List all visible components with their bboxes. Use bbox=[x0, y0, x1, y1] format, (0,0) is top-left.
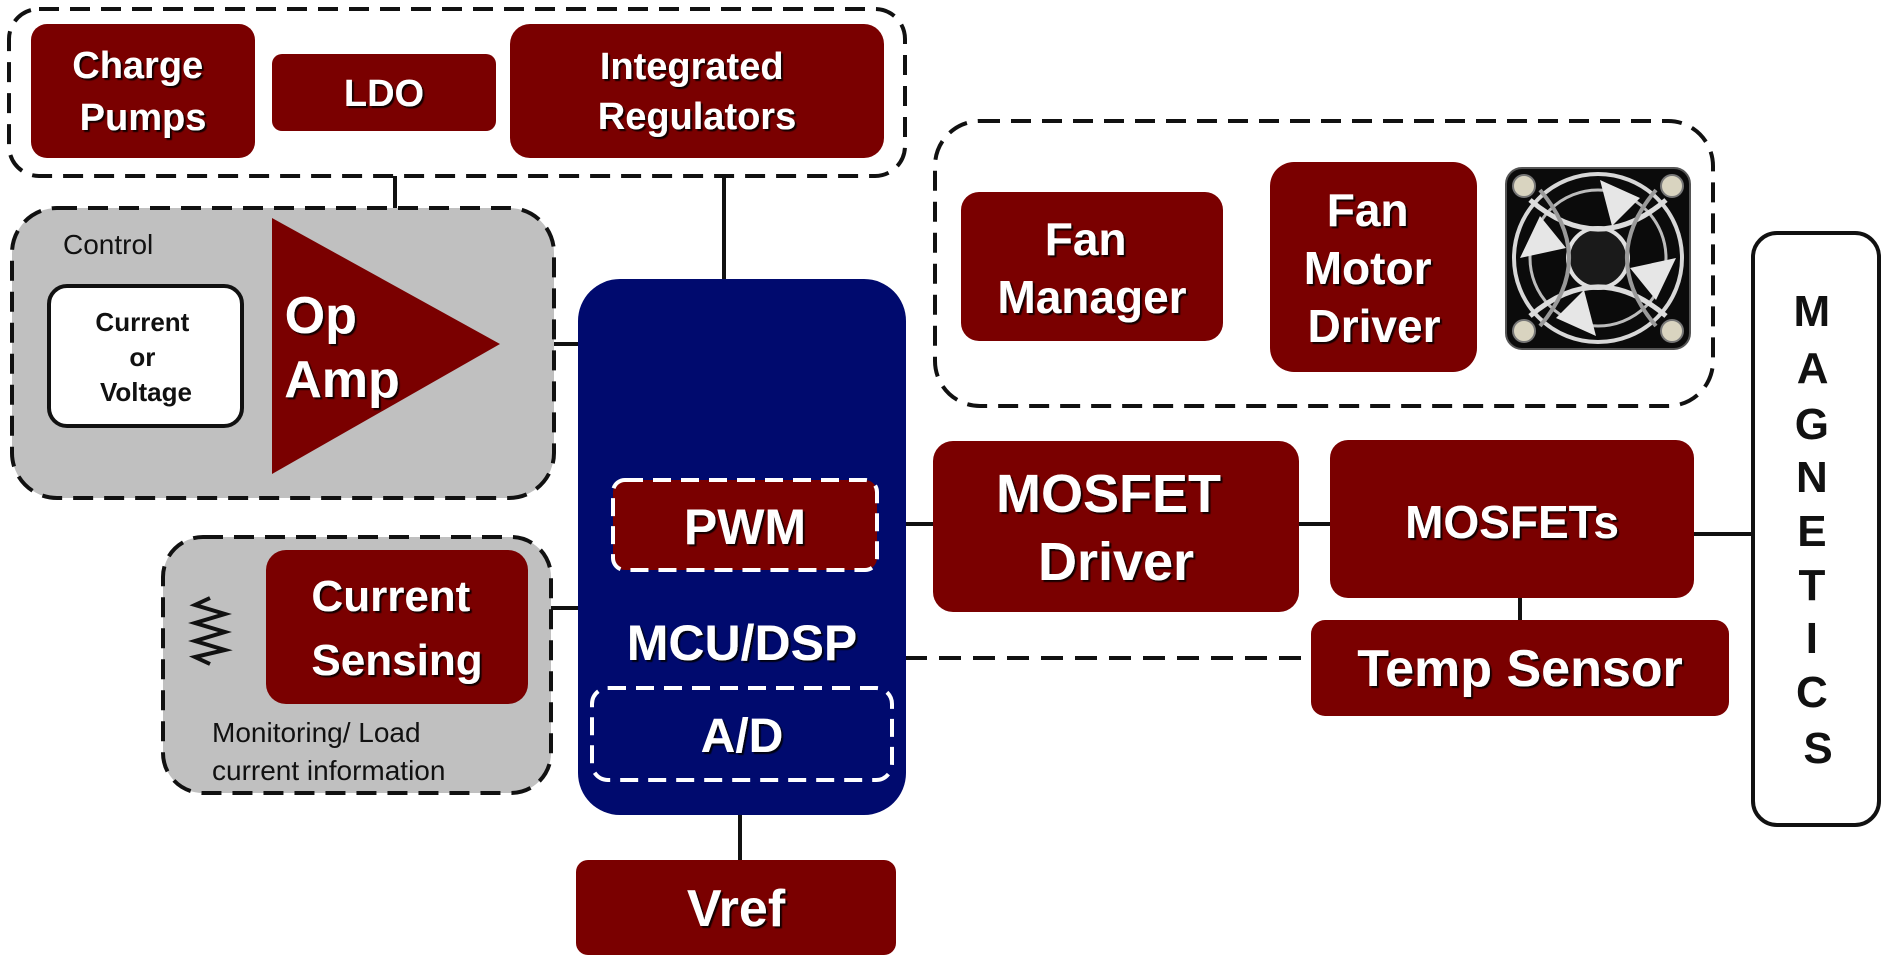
adc-block: A/D bbox=[590, 686, 894, 782]
input-box-label-2: or bbox=[129, 342, 155, 372]
charge-pumps-label-2: Pumps bbox=[80, 97, 207, 139]
vref-label: Vref bbox=[687, 880, 786, 938]
monitoring-label-1: Monitoring/ Load bbox=[212, 717, 421, 748]
integrated-regulators-label-2: Regulators bbox=[598, 96, 796, 138]
svg-text:M A G N: M A G N E T I C S bbox=[1794, 287, 1843, 773]
fan-manager-label-1: Fan bbox=[1045, 213, 1127, 265]
monitoring-label-2: current information bbox=[212, 755, 445, 786]
magnetics-letter-9: S bbox=[1803, 724, 1832, 773]
resistor-icon bbox=[188, 596, 233, 666]
fan-icon bbox=[1505, 167, 1691, 350]
charge-pumps-block: Charge Pumps bbox=[31, 24, 255, 158]
svg-text:Charge Pumps: Charge Pumps bbox=[72, 45, 213, 139]
svg-text:Op Amp: Op Amp bbox=[284, 287, 400, 409]
current-or-voltage-box: Current or Voltage bbox=[47, 284, 244, 428]
current-sensing-label-2: Sensing bbox=[311, 636, 482, 685]
fan-motor-driver-label-1: Fan bbox=[1327, 184, 1409, 236]
magnetics-letter-3: G bbox=[1795, 400, 1829, 449]
mosfet-driver-block: MOSFET Driver bbox=[933, 441, 1299, 612]
ldo-block: LDO bbox=[272, 54, 496, 131]
svg-text:Fan Motor Driver: Fan Motor Driver bbox=[1304, 184, 1445, 352]
mosfets-label: MOSFETs bbox=[1405, 496, 1619, 548]
mosfet-driver-label-1: MOSFET bbox=[996, 464, 1221, 524]
magnetics-letter-2: A bbox=[1797, 344, 1828, 393]
svg-text:Monitoring/ Load current i: Monitoring/ Load current information bbox=[212, 717, 445, 786]
magnetics-letter-7: I bbox=[1806, 614, 1818, 663]
current-sensing-block: Current Sensing bbox=[266, 550, 528, 704]
magnetics-block: M A G N E T I C S bbox=[1751, 231, 1881, 827]
pwm-block: PWM bbox=[611, 478, 879, 572]
svg-text:Integrated Regulators: Integrated Regulators bbox=[598, 46, 796, 138]
svg-text:Current or Voltage: Current or Voltage bbox=[95, 307, 196, 407]
op-amp-label-1: Op bbox=[285, 287, 357, 345]
magnetics-letter-8: C bbox=[1796, 668, 1828, 717]
magnetics-letter-1: M bbox=[1794, 287, 1831, 336]
ldo-label: LDO bbox=[344, 73, 424, 115]
svg-text:MOSFET Driver: MOSFET Driver bbox=[996, 464, 1236, 592]
op-amp-label-2: Amp bbox=[284, 351, 400, 409]
integrated-regulators-label-1: Integrated bbox=[600, 46, 784, 88]
fan-motor-driver-block: Fan Motor Driver bbox=[1270, 162, 1477, 372]
input-box-label-1: Current bbox=[95, 307, 189, 337]
fan-manager-label-2: Manager bbox=[997, 271, 1186, 323]
current-sensing-label-1: Current bbox=[311, 572, 470, 621]
fan-motor-driver-label-2: Motor bbox=[1304, 242, 1432, 294]
magnetics-letter-5: E bbox=[1797, 507, 1826, 556]
magnetics-letter-4: N bbox=[1796, 453, 1828, 502]
mosfet-driver-label-2: Driver bbox=[1038, 532, 1194, 592]
svg-text:Current Sensing: Current Sensing bbox=[311, 572, 482, 685]
mcu-dsp-label: MCU/DSP bbox=[627, 615, 858, 671]
mosfets-block: MOSFETs bbox=[1330, 440, 1694, 598]
magnetics-letter-6: T bbox=[1798, 561, 1825, 610]
temp-sensor-label: Temp Sensor bbox=[1357, 640, 1683, 698]
fan-manager-block: Fan Manager bbox=[961, 192, 1223, 341]
integrated-regulators-block: Integrated Regulators bbox=[510, 24, 884, 158]
adc-label: A/D bbox=[701, 710, 784, 763]
op-amp-triangle: Op Amp bbox=[272, 218, 500, 474]
vref-block: Vref bbox=[576, 860, 896, 955]
fan-motor-driver-label-3: Driver bbox=[1308, 300, 1441, 352]
temp-sensor-block: Temp Sensor bbox=[1311, 620, 1729, 716]
control-group-label: Control bbox=[63, 229, 153, 260]
charge-pumps-label-1: Charge bbox=[72, 45, 203, 87]
input-box-label-3: Voltage bbox=[100, 377, 192, 407]
pwm-label: PWM bbox=[684, 499, 806, 555]
svg-text:Fan Manager: Fan Manager bbox=[997, 213, 1186, 323]
